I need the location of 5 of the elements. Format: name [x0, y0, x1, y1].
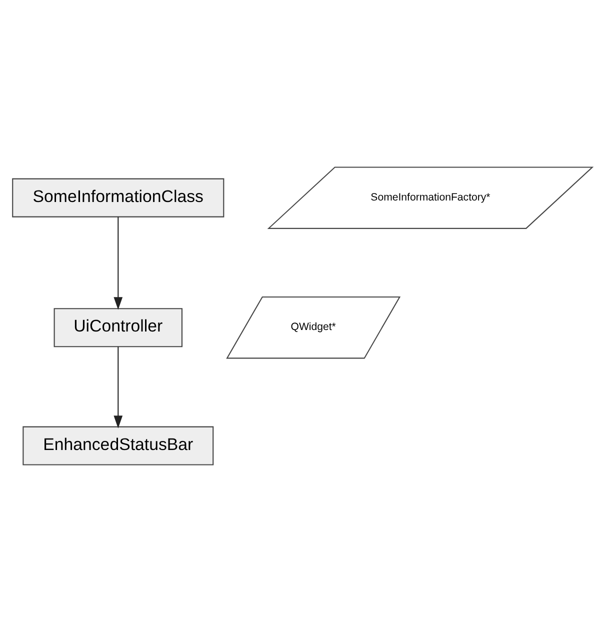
arrow: [114, 216, 123, 310]
node-box: UiController: [54, 308, 182, 348]
arrow: [114, 346, 123, 428]
node-box: SomeInformationClass: [12, 178, 224, 218]
node-box: EnhancedStatusBar: [22, 426, 214, 466]
